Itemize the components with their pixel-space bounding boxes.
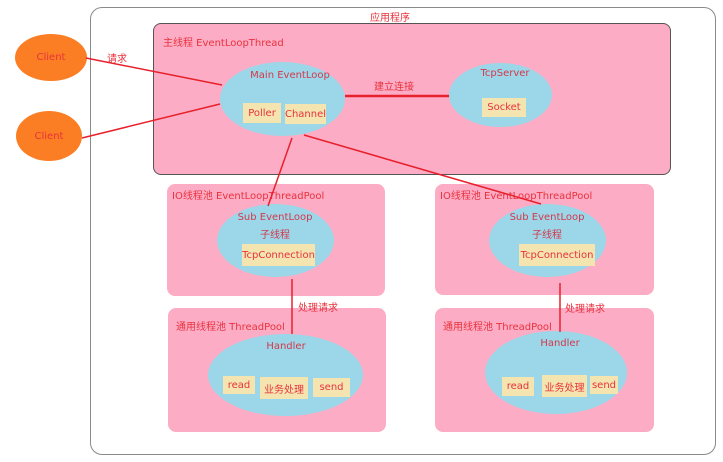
- tcpserver-title: TcpServer: [480, 68, 530, 79]
- poller-tag: Poller: [243, 103, 281, 123]
- mainloop-to-subloop-right-line: [303, 134, 542, 205]
- handler-right-title: Handler: [540, 338, 580, 349]
- sub-eventloop-right-subtitle: 子线程: [532, 230, 562, 241]
- handler-left-title: Handler: [266, 341, 306, 352]
- sub-eventloop-left-subtitle: 子线程: [260, 230, 290, 241]
- thread-pool-right-title: 通用线程池 ThreadPool: [443, 322, 552, 333]
- handle-request-right-label: 处理请求: [565, 304, 605, 315]
- sub-eventloop-right-title: Sub EventLoop: [509, 212, 585, 223]
- main-eventloop-title: Main EventLoop: [250, 70, 330, 81]
- socket-tag: Socket: [482, 98, 526, 117]
- read-left-tag: read: [223, 376, 255, 394]
- client-1-label: Client: [36, 52, 66, 63]
- client-1: Client: [15, 34, 87, 81]
- connect-label: 建立连接: [374, 82, 414, 93]
- mainloop-to-subloop-left-line: [267, 137, 293, 207]
- read-right-tag: read: [502, 377, 534, 396]
- application-title: 应用程序: [370, 13, 410, 24]
- handler-right-ellipse: [485, 331, 627, 414]
- client-2: Client: [16, 111, 82, 161]
- client-2-label: Client: [34, 130, 64, 142]
- send-right-tag: send: [590, 376, 618, 394]
- tcpconnection-right-tag: TcpConnection: [519, 244, 595, 266]
- business-left-tag: 业务处理: [260, 377, 308, 399]
- thread-pool-left-title: 通用线程池 ThreadPool: [176, 322, 285, 333]
- handler-left-ellipse: [208, 334, 363, 416]
- main-thread-title: 主线程 EventLoopThread: [163, 38, 284, 49]
- client1-to-mainloop-line: [85, 57, 223, 86]
- client2-to-mainloop-line: [81, 103, 221, 139]
- handle-request-left-label: 处理请求: [298, 303, 338, 314]
- io-pool-left-title: IO线程池 EventLoopThreadPool: [172, 191, 325, 202]
- sub-eventloop-left-title: Sub EventLoop: [237, 212, 313, 223]
- channel-tag: Channel: [285, 104, 326, 124]
- business-right-tag: 业务处理: [542, 375, 587, 397]
- tcpconnection-left-tag: TcpConnection: [242, 244, 315, 266]
- send-left-tag: send: [313, 378, 350, 397]
- request-label: 请求: [107, 54, 127, 65]
